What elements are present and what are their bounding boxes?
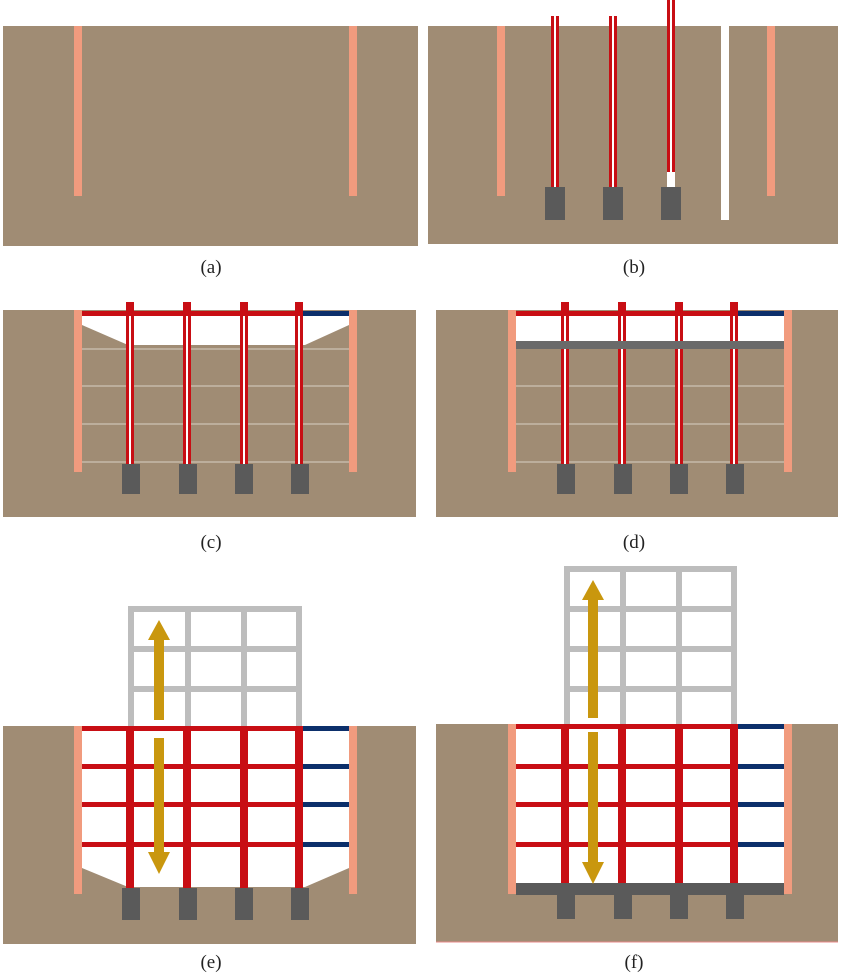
diaphragm-wall-right xyxy=(349,310,357,472)
columns xyxy=(126,302,303,464)
borehole xyxy=(667,172,675,187)
soil-block xyxy=(3,26,418,246)
basement-frame xyxy=(516,724,738,884)
caption-e: (e) xyxy=(200,952,221,973)
caption-d: (d) xyxy=(623,532,645,553)
level-lines xyxy=(516,385,784,463)
double-headed-arrow-icon xyxy=(582,580,604,884)
diaphragm-wall-right xyxy=(349,726,357,894)
bored-hole xyxy=(721,26,729,220)
pile-caps xyxy=(122,888,309,920)
diaphragm-wall-left xyxy=(74,26,82,196)
panel-e: (e) xyxy=(3,606,416,973)
column-core xyxy=(612,16,614,188)
columns xyxy=(561,302,738,464)
caption-c: (c) xyxy=(200,532,221,553)
soil-block xyxy=(428,26,838,244)
panel-f: (f) xyxy=(436,566,838,973)
diaphragm-wall-right xyxy=(784,724,792,894)
upper-frame xyxy=(564,566,737,726)
basement-frame xyxy=(82,726,303,888)
pile-caps xyxy=(557,464,744,494)
pile-caps xyxy=(557,895,744,919)
column-core xyxy=(670,0,672,172)
slab-edge xyxy=(299,311,349,316)
slab-edge xyxy=(734,311,784,316)
pile-caps xyxy=(122,464,309,494)
diaphragm-wall-right xyxy=(767,26,775,196)
diaphragm-wall-left xyxy=(508,724,516,894)
caption-a: (a) xyxy=(200,257,221,278)
diaphragm-wall-left xyxy=(74,310,82,472)
caption-b: (b) xyxy=(623,257,645,278)
excavation xyxy=(82,316,349,345)
slab-edges xyxy=(303,726,349,847)
column-core xyxy=(554,16,556,188)
diaphragm-wall-left xyxy=(497,26,505,196)
panel-b: (b) xyxy=(428,0,838,278)
diaphragm-wall-left xyxy=(508,310,516,472)
pile-cap xyxy=(545,187,565,220)
diaphragm-wall-right xyxy=(349,26,357,196)
panel-d: (d) xyxy=(436,302,838,553)
pile-cap xyxy=(603,187,623,220)
caption-f: (f) xyxy=(625,952,644,973)
raft-foundation xyxy=(516,883,784,895)
panel-c: (c) xyxy=(3,302,416,553)
basement-slab xyxy=(516,341,784,349)
double-headed-arrow-icon xyxy=(148,620,170,874)
excavation xyxy=(516,316,784,344)
upper-frame xyxy=(128,606,302,728)
panel-a: (a) xyxy=(3,26,418,278)
diaphragm-wall-left xyxy=(74,726,82,894)
slab-edges xyxy=(738,724,784,847)
pile-cap xyxy=(661,187,681,220)
diaphragm-wall-right xyxy=(784,310,792,472)
